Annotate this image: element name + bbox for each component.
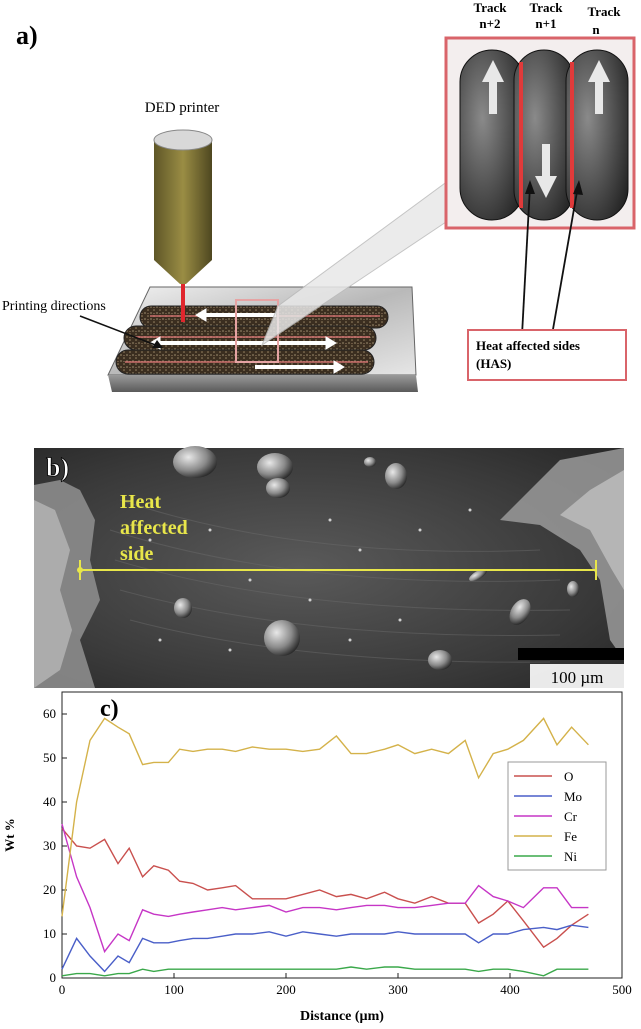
panel-a-illustration: a) [2, 0, 636, 392]
panel-a-label: a) [16, 21, 38, 50]
panel-b-label: b) [46, 453, 69, 482]
has-label-line1: Heat affected sides [476, 338, 580, 353]
printing-direction-arrows [149, 308, 345, 374]
track-label-n1-line2: n+1 [535, 16, 556, 31]
series-line-ni [61, 966, 589, 977]
y-tick-label-4: 40 [43, 794, 56, 809]
ded-printer-nozzle [153, 129, 213, 322]
substrate-plate-edge [108, 375, 418, 392]
x-tick-label-0: 0 [59, 982, 66, 997]
series-line-fe [61, 717, 589, 917]
scale-bar-label-bg [530, 664, 624, 688]
y-tick-label-1: 10 [43, 926, 56, 941]
annotation-line3: side [120, 543, 153, 565]
series-layer [61, 717, 589, 977]
track-label-n2-line1: Track [474, 0, 508, 15]
x-tick-label-5: 500 [612, 982, 632, 997]
printing-directions-pointer [79, 315, 159, 347]
has-label-box [467, 329, 627, 381]
y-tick-label-6: 60 [43, 706, 56, 721]
annotation-line1: Heat [120, 491, 161, 513]
y-axis-label: Wt % [2, 818, 17, 852]
track-label-n-line1: Track [588, 4, 622, 19]
has-pointer-left [521, 185, 531, 336]
y-axis: 0 10 20 30 40 50 60 [43, 706, 67, 985]
legend-label-cr: Cr [564, 809, 578, 824]
x-tick-label-2: 200 [276, 982, 296, 997]
series-line-o [61, 827, 589, 949]
x-tick-label-3: 300 [388, 982, 408, 997]
pointer-arrowhead [152, 340, 163, 348]
panel-c-label: c) [100, 696, 119, 722]
track-label-n1-line1: Track [530, 0, 564, 15]
legend-label-ni: Ni [564, 849, 577, 864]
panel-a: a) [0, 0, 641, 440]
y-tick-label-3: 30 [43, 838, 56, 853]
has-label-line2: (HAS) [476, 356, 511, 371]
panel-b: b) Heat affected side 100 µm [0, 440, 641, 690]
line-scan-start [77, 567, 83, 573]
legend-label-fe: Fe [564, 829, 577, 844]
track-label-n-line2: n [592, 22, 600, 37]
y-tick-label-5: 50 [43, 750, 56, 765]
printing-directions-label: Printing directions [2, 299, 106, 314]
x-tick-label-1: 100 [164, 982, 184, 997]
x-axis-label: Distance (µm) [300, 1009, 384, 1024]
scale-bar-label: 100 µm [551, 668, 604, 687]
track-label-n2-line2: n+2 [479, 16, 500, 31]
sem-micrograph: b) Heat affected side 100 µm [34, 446, 624, 688]
series-line-cr [61, 823, 589, 954]
legend-label-mo: Mo [564, 789, 582, 804]
zoomed-tracks [459, 49, 629, 221]
x-tick-label-4: 400 [500, 982, 520, 997]
composition-line-chart: c) 0 100 200 300 400 500 0 10 20 30 40 50 60 O MoCrF… [2, 691, 632, 1024]
has-pointer-left-head [525, 180, 535, 194]
legend-label-o: O [564, 769, 573, 784]
x-axis: 0 100 200 300 400 500 [59, 973, 632, 997]
has-pointer-right [551, 185, 579, 336]
annotation-line2: affected [120, 517, 188, 539]
printer-label: DED printer [145, 100, 220, 116]
has-pointer-right-head [573, 180, 583, 195]
series-line-mo [61, 924, 589, 973]
y-tick-label-0: 0 [50, 970, 57, 985]
y-tick-label-2: 20 [43, 882, 56, 897]
scale-bar [518, 648, 624, 660]
